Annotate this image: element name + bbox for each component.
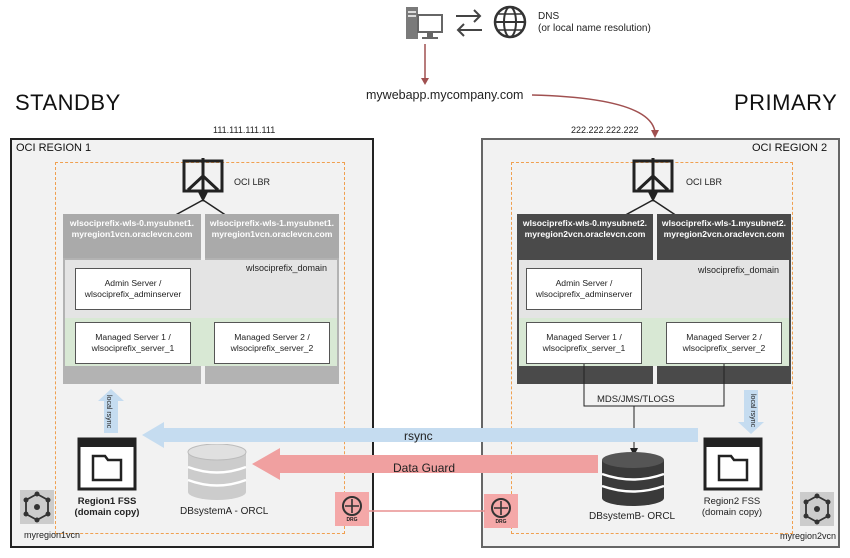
primary-host-0-line2: myregion2vcn.oraclevcn.com [524, 229, 646, 239]
standby-managed-server-2: Managed Server 2 / wlsociprefix_server_2 [214, 322, 330, 364]
dns-sublabel: (or local name resolution) [538, 23, 651, 34]
primary-host-1: wlsociprefix-wls-1.mysubnet2. myregion2v… [657, 214, 791, 260]
standby-admin-line1: Admin Server / [104, 278, 162, 288]
primary-drg: DRG [484, 494, 518, 528]
primary-host-1-line1: wlsociprefix-wls-1.mysubnet2. [661, 218, 787, 228]
standby-lbr-label: OCI LBR [234, 177, 271, 187]
standby-ms2-line1: Managed Server 2 / [234, 332, 310, 342]
standby-drg-label: DRG [346, 517, 358, 523]
standby-ms1-line2: wlsociprefix_server_1 [91, 343, 175, 353]
primary-region-title: OCI REGION 2 [752, 142, 828, 154]
standby-host-0-line2: myregion1vcn.oraclevcn.com [71, 229, 193, 239]
standby-lbr-icon [182, 158, 224, 202]
standby-fss-icon [77, 437, 137, 491]
rsync-label: rsync [404, 429, 433, 443]
standby-admin-server: Admin Server / wlsociprefix_adminserver [75, 268, 191, 310]
standby-domain-label: wlsociprefix_domain [246, 263, 328, 273]
standby-vcn-label: myregion1vcn [24, 530, 81, 540]
webapp-url: mywebapp.mycompany.com [366, 88, 524, 102]
primary-db-icon [601, 452, 665, 506]
standby-drg: DRG [335, 492, 369, 526]
standby-fss-label: Region1 FSS (domain copy) [62, 496, 152, 518]
standby-vcn-icon [20, 490, 54, 524]
drg-peering-line [369, 510, 485, 512]
primary-local-rsync-label: local rsync [749, 394, 756, 428]
standby-host-1-line2: myregion1vcn.oraclevcn.com [211, 229, 333, 239]
exchange-arrows-icon [456, 9, 482, 37]
primary-admin-server: Admin Server / wlsociprefix_adminserver [526, 268, 642, 310]
standby-local-rsync-label: local rsync [105, 395, 112, 429]
standby-db-label: DBsystemA - ORCL [180, 506, 269, 517]
primary-vcn-icon [800, 492, 834, 526]
standby-fss-line1: Region1 FSS [77, 496, 137, 507]
standby-host-1-line1: wlsociprefix-wls-1.mysubnet1. [209, 218, 335, 228]
primary-fss-label: Region2 FSS (domain copy) [686, 496, 778, 518]
primary-local-rsync-arrow [738, 390, 764, 434]
primary-lbr-icon [632, 158, 674, 202]
primary-mds-label: MDS/JMS/TLOGS [595, 394, 677, 405]
standby-admin-line2: wlsociprefix_adminserver [84, 289, 182, 299]
dataguard-arrow [252, 448, 598, 480]
standby-host-0: wlsociprefix-wls-0.mysubnet1. myregion1v… [63, 214, 201, 260]
primary-host-0-line1: wlsociprefix-wls-0.mysubnet2. [522, 218, 648, 228]
standby-managed-server-1: Managed Server 1 / wlsociprefix_server_1 [75, 322, 191, 364]
dataguard-label: Data Guard [393, 461, 456, 475]
primary-label: PRIMARY [734, 90, 838, 115]
primary-fss-line1: Region2 FSS [703, 496, 761, 507]
primary-ip: 222.222.222.222 [571, 125, 639, 135]
client-computer-icon [406, 7, 443, 39]
primary-ms1-line2: wlsociprefix_server_1 [542, 343, 626, 353]
primary-fss-line2: (domain copy) [701, 507, 763, 518]
standby-db-icon [187, 444, 247, 500]
dns-flow-arrows [421, 44, 659, 138]
primary-domain-label: wlsociprefix_domain [698, 265, 780, 275]
standby-label: STANDBY [15, 90, 121, 115]
standby-ms2-line2: wlsociprefix_server_2 [230, 343, 314, 353]
dns-label: DNS [538, 11, 560, 22]
primary-drg-label: DRG [495, 519, 507, 525]
rsync-arrow [142, 422, 698, 448]
primary-ms1-line1: Managed Server 1 / [546, 332, 622, 342]
primary-host-0: wlsociprefix-wls-0.mysubnet2. myregion2v… [517, 214, 653, 260]
standby-ip: 111.111.111.111 [213, 125, 276, 135]
primary-admin-line2: wlsociprefix_adminserver [535, 289, 633, 299]
primary-lbr-label: OCI LBR [686, 177, 723, 187]
standby-host-0-line1: wlsociprefix-wls-0.mysubnet1. [69, 218, 195, 228]
primary-managed-server-1: Managed Server 1 / wlsociprefix_server_1 [526, 322, 642, 364]
primary-drg-icon [491, 498, 511, 518]
primary-admin-line1: Admin Server / [555, 278, 613, 288]
standby-fss-line2: (domain copy) [74, 507, 140, 518]
primary-db-label: DBsystemB- ORCL [589, 511, 676, 522]
standby-region-title: OCI REGION 1 [16, 142, 92, 154]
primary-fss-icon [703, 437, 763, 491]
globe-icon [493, 5, 527, 39]
primary-ms2-line1: Managed Server 2 / [686, 332, 762, 342]
primary-host-1-line2: myregion2vcn.oraclevcn.com [663, 229, 785, 239]
standby-drg-icon [342, 496, 362, 516]
standby-host-1: wlsociprefix-wls-1.mysubnet1. myregion1v… [205, 214, 339, 260]
primary-managed-server-2: Managed Server 2 / wlsociprefix_server_2 [666, 322, 782, 364]
standby-ms1-line1: Managed Server 1 / [95, 332, 171, 342]
primary-vcn-label: myregion2vcn [780, 531, 837, 541]
primary-ms2-line2: wlsociprefix_server_2 [682, 343, 766, 353]
standby-local-rsync-arrow [98, 389, 124, 433]
